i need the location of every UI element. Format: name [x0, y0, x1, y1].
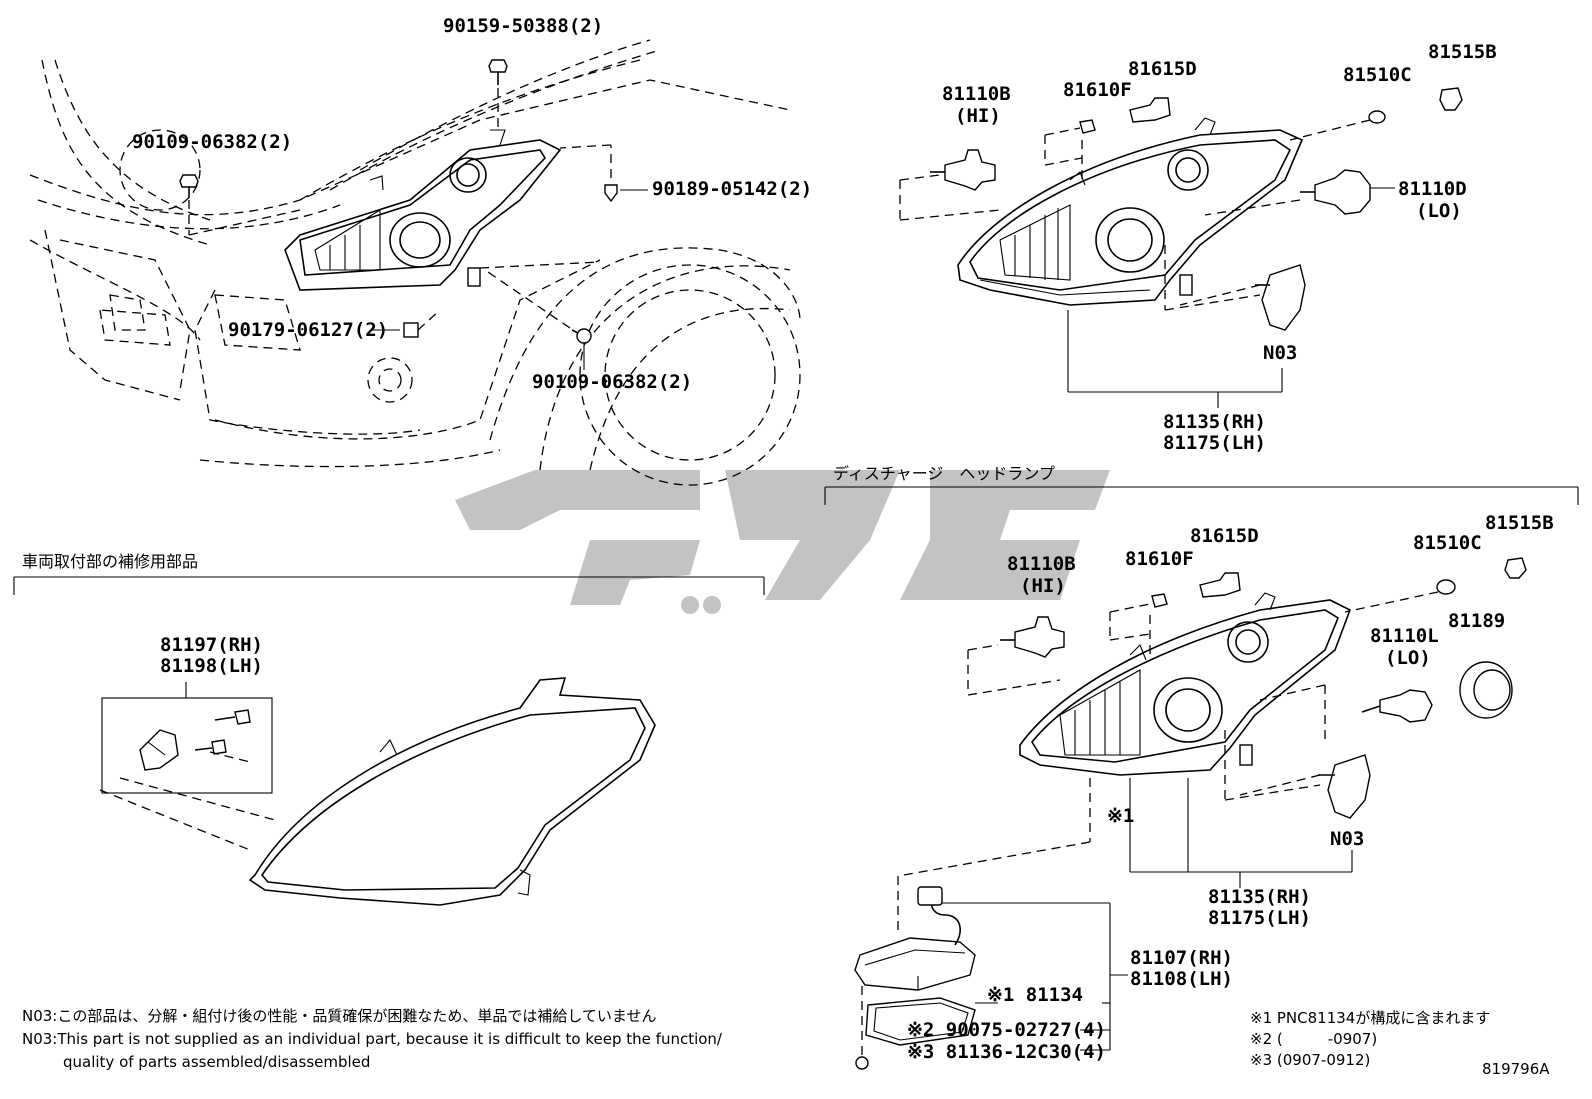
label-halogen-assy-rh: 81135(RH): [1163, 411, 1266, 433]
halogen-headlamp-drawing: [957, 117, 1304, 306]
label-halogen-socket-b: 81515B: [1428, 41, 1497, 63]
label-discharge-lo-bulb: 81110L: [1370, 625, 1439, 647]
footnote-ref3: ※3 (0907-0912): [1250, 1051, 1370, 1069]
footnote-n03-en-2: quality of parts assembled/disassembled: [63, 1053, 370, 1071]
label-gasket: ※3 81136-12C30(4): [907, 1041, 1106, 1063]
label-bolt-left: 90109-06382(2): [132, 131, 292, 153]
label-halogen-assy-lh: 81175(LH): [1163, 432, 1266, 454]
discharge-section-bracket: [824, 486, 1579, 505]
label-discharge-cap: 81189: [1448, 610, 1505, 632]
label-discharge-bulb-d: 81615D: [1190, 525, 1259, 547]
footnote-n03-en-1: N03:This part is not supplied as an indi…: [22, 1030, 723, 1048]
label-discharge-bulb-c: 81510C: [1413, 532, 1482, 554]
ballast-assembly: [854, 886, 1128, 1070]
halogen-bulbs: [899, 87, 1463, 408]
footnote-ref2: ※2 ( -0907): [1250, 1030, 1377, 1048]
label-bracket-lh: 81198(LH): [160, 655, 263, 677]
repair-section-bracket: [13, 576, 765, 595]
label-halogen-bulb-d: 81615D: [1128, 58, 1197, 80]
label-discharge-socket-f: 81610F: [1125, 548, 1194, 570]
label-discharge-assy-lh: 81175(LH): [1208, 907, 1311, 929]
label-clip-right: 90189-05142(2): [652, 178, 812, 200]
label-ballast-rh: 81107(RH): [1130, 947, 1233, 969]
label-bracket-rh: 81197(RH): [160, 634, 263, 656]
label-halogen-hi-bulb: 81110B: [942, 83, 1011, 105]
figure-id: 819796A: [1482, 1060, 1550, 1078]
repair-bracket-drawing: [99, 677, 656, 906]
label-discharge-hi-bulb: 81110B: [1007, 553, 1076, 575]
label-halogen-n03: N03: [1263, 342, 1297, 364]
discharge-bulbs: [897, 557, 1527, 935]
label-halogen-hi-tag: (HI): [955, 105, 1001, 127]
label-halogen-lo-bulb: 81110D: [1398, 178, 1467, 200]
discharge-headlamp-drawing: [1019, 592, 1352, 776]
label-bolt-lower: 90109-06382(2): [532, 371, 692, 393]
vehicle-front-drawing: [29, 39, 801, 486]
label-halogen-bulb-c: 81510C: [1343, 64, 1412, 86]
label-computer: ※1 81134: [987, 984, 1083, 1006]
label-discharge-mark1: ※1: [1107, 805, 1134, 827]
label-discharge-socket-b: 81515B: [1485, 512, 1554, 534]
label-bolt-top: 90159-50388(2): [443, 15, 603, 37]
label-halogen-lo-tag: (LO): [1416, 200, 1462, 222]
watermark-logo: [455, 470, 1110, 614]
discharge-section-title: ディスチャージ ヘッドランプ: [833, 464, 1055, 483]
label-halogen-socket-f: 81610F: [1063, 79, 1132, 101]
label-discharge-lo-tag: (LO): [1385, 647, 1431, 669]
label-screw: ※2 90075-02727(4): [907, 1019, 1106, 1041]
label-ballast-lh: 81108(LH): [1130, 968, 1233, 990]
repair-section-title: 車両取付部の補修用部品: [22, 552, 198, 571]
label-discharge-n03: N03: [1330, 828, 1364, 850]
fasteners-top-left: [179, 59, 648, 370]
footnote-ref1: ※1 PNC81134が構成に含まれます: [1250, 1009, 1490, 1027]
label-clip-lower: 90179-06127(2): [228, 319, 388, 341]
footnote-n03-jp: N03:この部品は、分解・組付け後の性能・品質確保が困難なため、単品では補給して…: [22, 1007, 656, 1025]
label-discharge-hi-tag: (HI): [1020, 575, 1066, 597]
label-discharge-assy-rh: 81135(RH): [1208, 886, 1311, 908]
